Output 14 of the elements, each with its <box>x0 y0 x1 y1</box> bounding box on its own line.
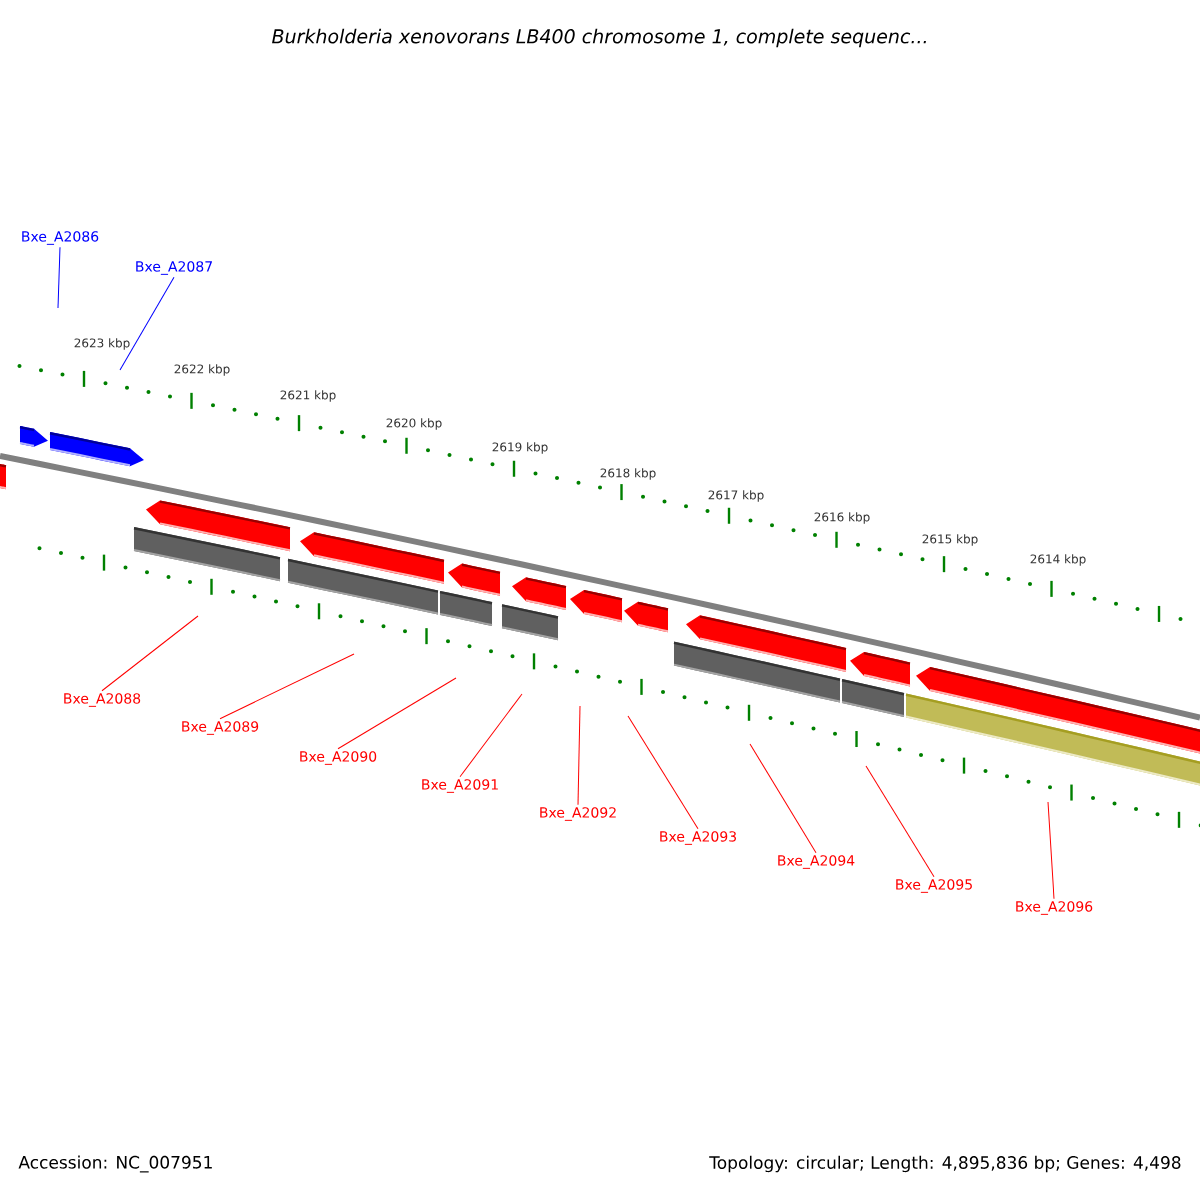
leader-line <box>101 615 199 692</box>
leader-line <box>577 705 581 806</box>
leader-line <box>459 693 523 778</box>
leader-line <box>1047 801 1055 900</box>
accession-text: Accession: NC_007951 <box>18 1155 212 1173</box>
leader-line <box>119 276 175 371</box>
leader-line <box>749 743 817 854</box>
leader-line <box>627 715 699 830</box>
leader-line <box>865 765 935 878</box>
leader-line <box>337 677 457 750</box>
genome-info-text: Topology: circular; Length: 4,895,836 bp; Genes: 4,498 <box>709 1155 1181 1173</box>
leader-line <box>57 246 61 309</box>
title: Burkholderia xenovorans LB400 chromosome 1, complete sequenc... <box>272 28 926 48</box>
leader-line <box>219 653 355 720</box>
